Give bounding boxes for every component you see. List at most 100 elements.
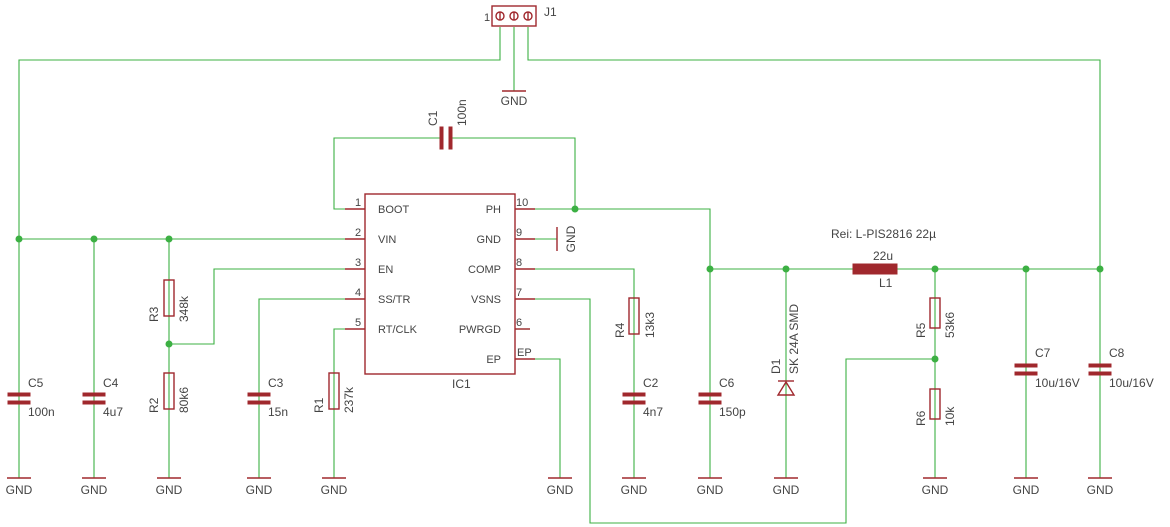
ic-pin-name: EP (486, 354, 501, 366)
junction-dot (165, 340, 173, 348)
ic-pin-name: VSNS (471, 294, 501, 306)
capacitor-c4: C4 4u7 (82, 376, 123, 419)
component-label: L1 (879, 276, 893, 290)
component-label: C5 (28, 376, 44, 390)
component-value: 10u/16V (1109, 376, 1154, 390)
gnd-label: GND (773, 483, 800, 497)
ic-pin-name: GND (477, 234, 502, 246)
component-label: C7 (1035, 346, 1051, 360)
component-value: 150p (719, 405, 746, 419)
ic-pin-number: 8 (516, 257, 522, 269)
junction-dot (782, 265, 790, 273)
connector-label: J1 (544, 5, 557, 19)
capacitor-c2: C2 4n7 (622, 376, 663, 419)
ic-pin-number: 6 (516, 317, 522, 329)
gnd-label: GND (1013, 483, 1040, 497)
gnd-label: GND (564, 225, 578, 252)
component-value: 4n7 (643, 405, 663, 419)
ic-pin-name: SS/TR (378, 294, 410, 306)
junction-dot (931, 355, 939, 363)
component-value: SK 24A SMD (787, 304, 801, 374)
component-value: 15n (268, 405, 288, 419)
ic-pin-number: 2 (355, 227, 361, 239)
junction-dot (1022, 265, 1030, 273)
resistor-r1: R1 237k (312, 372, 356, 413)
ic-pin-name: COMP (468, 264, 501, 276)
junction-dot (1096, 265, 1104, 273)
component-label: C4 (103, 376, 119, 390)
ic1: 1 2 3 4 5 BOOT VIN EN SS/TR RT/CLK 10 9 … (345, 193, 535, 391)
capacitor-c3: C3 15n (247, 376, 288, 419)
gnd-label: GND (922, 483, 949, 497)
component-value: 10u/16V (1035, 376, 1080, 390)
component-label: C1 (426, 110, 440, 126)
component-value: 100n (455, 99, 469, 126)
capacitor-c7: C7 10u/16V (1014, 346, 1080, 390)
ic-label: IC1 (452, 377, 471, 391)
junction-dot (165, 235, 173, 243)
component-label: R4 (613, 322, 627, 338)
capacitor-c5: C5 100n (7, 376, 55, 419)
gnd-label: GND (81, 483, 108, 497)
gnd-label: GND (697, 483, 724, 497)
capacitor-c6: C6 150p (698, 376, 746, 419)
ic-pin-name: RT/CLK (378, 324, 418, 336)
resistor-r4: R4 13k3 (613, 297, 657, 338)
ic-pin-ep-mark: EP (517, 347, 532, 359)
wires (18, 27, 1101, 524)
component-label: R2 (147, 397, 161, 413)
component-label: R5 (914, 322, 928, 338)
ic-pin-number: 10 (516, 197, 528, 209)
gnd-label: GND (501, 94, 528, 108)
junction-dot (15, 235, 23, 243)
component-label: R1 (312, 397, 326, 413)
junction-dot (931, 265, 939, 273)
component-value: 80k6 (177, 387, 191, 413)
resistor-r5: R5 53k6 (914, 297, 957, 338)
component-value: 4u7 (103, 405, 123, 419)
gnd-label: GND (621, 483, 648, 497)
ic-pin-name: EN (378, 264, 393, 276)
ic-pin-number: 1 (355, 197, 361, 209)
inductor-note: Rei: L-PIS2816 22µ (831, 227, 936, 241)
component-value: 13k3 (643, 312, 657, 338)
component-label: C6 (719, 376, 735, 390)
ic-pin-name: VIN (378, 234, 396, 246)
ic-pin-name: BOOT (378, 204, 409, 216)
ic-pin-number: 7 (516, 287, 522, 299)
gnd-label: GND (246, 483, 273, 497)
component-value: 22u (873, 249, 893, 263)
inductor-l1: Rei: L-PIS2816 22µ 22u L1 (831, 227, 936, 290)
component-value: 53k6 (943, 312, 957, 338)
component-label: R6 (914, 410, 928, 426)
component-value: 10k (943, 406, 957, 426)
component-label: D1 (769, 358, 783, 374)
resistor-r6: R6 10k (914, 388, 957, 426)
gnd-label: GND (6, 483, 33, 497)
capacitor-c1: C1 100n (426, 99, 469, 150)
component-label: C8 (1109, 346, 1125, 360)
diode-d1: D1 SK 24A SMD (769, 304, 801, 396)
component-label: C2 (643, 376, 659, 390)
ic-pin-number: 3 (355, 257, 361, 269)
ic-pin-name: PH (486, 204, 501, 216)
junction-dot (571, 205, 579, 213)
ic-pin-number: 5 (355, 317, 361, 329)
gnd-label: GND (1087, 483, 1114, 497)
component-value: 237k (342, 386, 356, 413)
junction-dot (706, 265, 714, 273)
gnd-label: GND (321, 483, 348, 497)
component-label: R3 (147, 306, 161, 322)
connector-j1: 1 J1 (484, 5, 557, 27)
component-label: C3 (268, 376, 284, 390)
ic-pin-number: 4 (355, 287, 361, 299)
capacitor-c8: C8 10u/16V (1088, 346, 1154, 390)
gnd-label: GND (156, 483, 183, 497)
component-value: 348k (177, 295, 191, 322)
resistor-r2: R2 80k6 (147, 372, 191, 413)
connector-pin1-label: 1 (484, 12, 490, 24)
resistor-r3: R3 348k (147, 279, 191, 322)
junction-dot (90, 235, 98, 243)
ground-symbols: GND GND GND GND GND GND GND GND GND GND … (6, 90, 1114, 497)
